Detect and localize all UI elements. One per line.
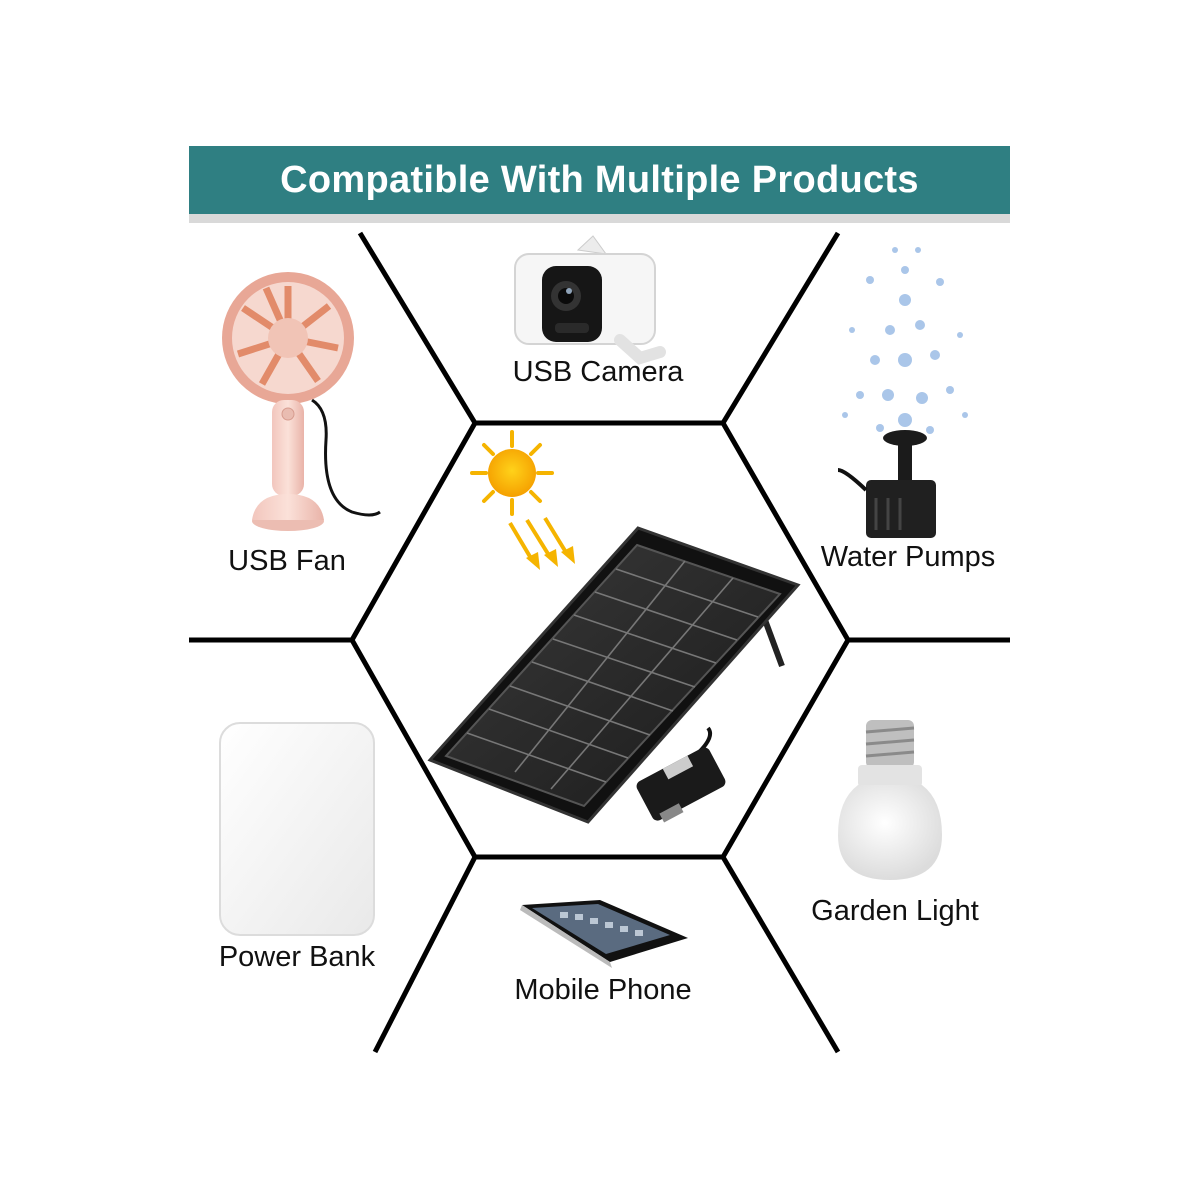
title-banner: Compatible With Multiple Products xyxy=(189,146,1010,214)
sun-icon xyxy=(470,430,554,516)
product-label-usb-camera: USB Camera xyxy=(512,356,684,388)
product-label-usb-fan: USB Fan xyxy=(228,545,346,577)
smartphone-icon xyxy=(520,900,688,968)
security-camera-icon xyxy=(514,235,666,365)
solar-panel-icon xyxy=(427,526,801,824)
handheld-fan-icon xyxy=(222,272,381,531)
fountain-pump-icon xyxy=(837,247,968,538)
banner-title: Compatible With Multiple Products xyxy=(280,158,919,201)
product-label-water-pumps: Water Pumps xyxy=(820,541,996,573)
sun-rays-arrows-icon xyxy=(508,516,575,570)
light-bulb-icon xyxy=(838,720,942,880)
product-label-power-bank: Power Bank xyxy=(218,941,376,973)
product-label-garden-light: Garden Light xyxy=(811,895,979,927)
hexagon-grid xyxy=(189,231,1010,1054)
power-bank-icon xyxy=(219,722,375,936)
product-label-mobile-phone: Mobile Phone xyxy=(514,974,692,1006)
